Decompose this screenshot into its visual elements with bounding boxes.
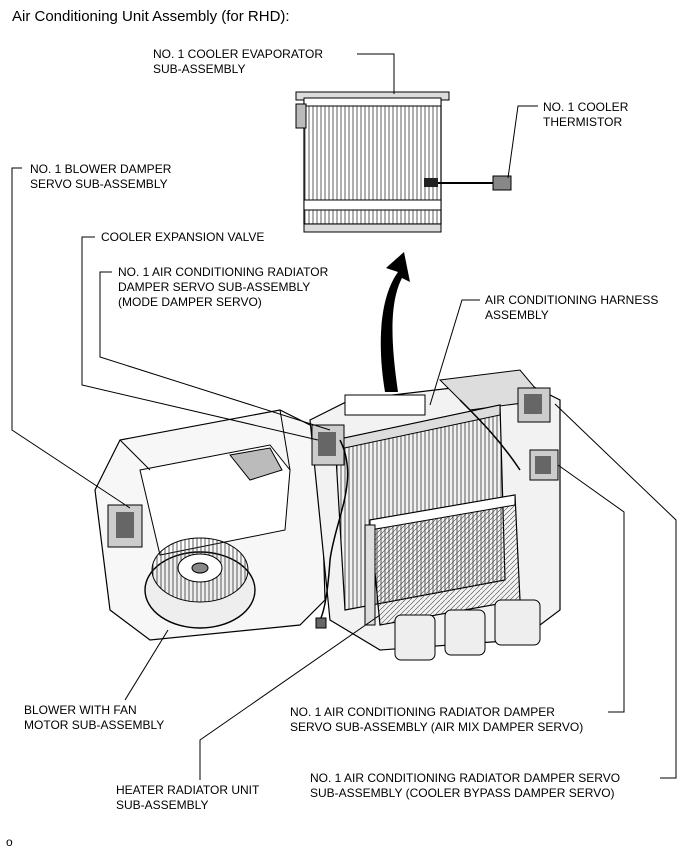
servo-right-lower [529, 449, 559, 481]
evaporator-core [295, 91, 450, 233]
footer-mark: o [6, 835, 13, 849]
harness-wire [315, 399, 521, 629]
label-cooler-bypass-servo: NO. 1 AIR CONDITIONING RADIATOR DAMPER S… [310, 771, 621, 800]
heater-radiator [364, 494, 521, 626]
thermistor [424, 175, 512, 191]
blower-damper-servo [107, 504, 143, 548]
removal-arrow [380, 252, 410, 392]
lower-ducts [394, 599, 541, 661]
blower-fan [144, 537, 256, 629]
diagram-title: Air Conditioning Unit Assembly (for RHD)… [12, 8, 290, 25]
label-expansion-valve: COOLER EXPANSION VALVE [101, 230, 265, 244]
leader-lines [11, 53, 677, 780]
mode-damper-servo [311, 424, 345, 466]
servo-right-upper [517, 387, 551, 423]
